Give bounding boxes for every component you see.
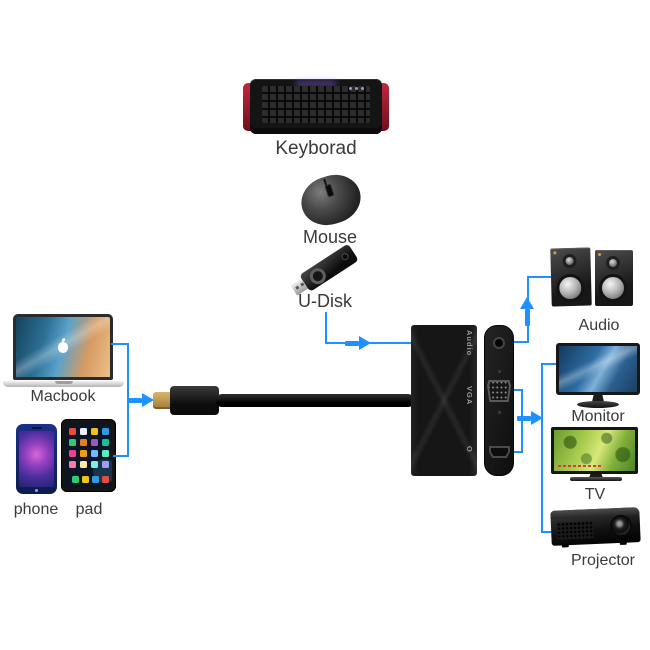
- macbook-notch: [54, 381, 73, 384]
- pad-image: [61, 419, 116, 492]
- arrow-to-displays-icon: [517, 411, 543, 425]
- arrow-to-audio-icon: [520, 297, 534, 326]
- speaker-led: [553, 251, 557, 255]
- pad-label: pad: [75, 501, 103, 518]
- speakers-image: [550, 246, 637, 310]
- arrow-shaft: [128, 397, 142, 403]
- udisk-label: U-Disk: [298, 291, 352, 311]
- monitor-label: Monitor: [571, 408, 625, 425]
- speakers-label: Audio: [578, 317, 620, 334]
- hub-audio-label: Audio: [465, 330, 474, 357]
- tv-ticker-text: [558, 465, 603, 467]
- projector-label: Projector: [570, 552, 636, 569]
- usbc-plug-body: [170, 386, 219, 415]
- hub-image: Audio VGA O: [411, 325, 477, 476]
- line-projector-stub: [541, 531, 556, 533]
- tweeter: [606, 256, 620, 270]
- macbook-base: [3, 381, 124, 387]
- woofer: [555, 273, 585, 303]
- arrow-shaft: [517, 415, 531, 421]
- mouse-label: Mouse: [302, 227, 358, 247]
- keyboard-image: [243, 79, 389, 134]
- arrow-head: [359, 336, 371, 350]
- phone-label: phone: [13, 501, 59, 518]
- line-pad-stub: [113, 455, 129, 457]
- hub-hdmi-label: O: [465, 446, 474, 453]
- keyboard-label: Keyborad: [275, 138, 357, 159]
- arrow-to-hub-icon: [345, 336, 371, 350]
- line-udisk-down: [325, 312, 327, 343]
- tv-label: TV: [584, 486, 606, 503]
- usbc-plug-tip: [153, 392, 173, 409]
- line-audio-stub: [505, 341, 529, 343]
- audio-jack-port: [493, 337, 505, 349]
- apple-logo-icon: [58, 342, 68, 353]
- vga-screw-top: [496, 369, 502, 374]
- speaker-right: [595, 250, 633, 306]
- udisk-body: [299, 243, 359, 292]
- usbc-cable: [216, 394, 414, 407]
- monitor-screen-gloss: [559, 346, 637, 392]
- line-hdmi-stub: [508, 451, 523, 453]
- arrow-shaft: [345, 340, 359, 346]
- line-macbook-stub: [111, 343, 129, 345]
- speaker-left: [550, 247, 592, 307]
- hub-vga-label: VGA: [465, 386, 474, 406]
- phone-image: [16, 424, 57, 494]
- line-display-trunk: [541, 363, 543, 533]
- tv-stand-base: [570, 477, 622, 481]
- arrow-head: [142, 393, 154, 407]
- arrow-head: [531, 411, 543, 425]
- phone-earpiece: [31, 427, 42, 429]
- arrow-to-usbc-icon: [128, 393, 154, 407]
- mouse-image: [295, 167, 367, 233]
- phone-home-button: [35, 489, 38, 492]
- projector-lens: [609, 514, 633, 538]
- projector-vent-grille: [556, 521, 594, 540]
- line-av-bracket: [521, 389, 523, 453]
- arrow-head: [520, 297, 534, 309]
- tv-image: [551, 427, 638, 474]
- phone-screen: [19, 431, 54, 487]
- line-vga-stub: [508, 389, 523, 391]
- speaker-led: [598, 253, 601, 256]
- vga-port: [487, 380, 511, 402]
- vga-pins: [489, 382, 509, 400]
- keyboard-led-indicators: [349, 87, 364, 90]
- macbook-image: [13, 314, 113, 380]
- pad-screen: [65, 423, 112, 488]
- hub-port-panel: [484, 325, 514, 476]
- monitor-stand-neck: [592, 394, 604, 402]
- line-audio-top: [527, 276, 553, 278]
- hdmi-port: [489, 446, 510, 458]
- macbook-label: Macbook: [30, 388, 96, 405]
- woofer: [599, 274, 627, 302]
- monitor-image: [556, 343, 640, 395]
- keyboard-keys: [262, 86, 370, 123]
- line-monitor-stub: [541, 363, 556, 365]
- monitor-stand-base: [577, 401, 619, 408]
- hdmi-slot: [491, 448, 508, 456]
- pad-app-icons: [69, 428, 112, 483]
- tweeter: [562, 253, 577, 269]
- tv-screen-content: [554, 430, 635, 471]
- vga-screw-bottom: [496, 410, 502, 415]
- mouse-body: [295, 167, 367, 233]
- keyboard-backlight-glow: [296, 81, 336, 86]
- projector-foot: [561, 544, 569, 548]
- keyboard-body: [250, 79, 382, 134]
- projector-foot: [619, 541, 627, 545]
- arrow-shaft: [524, 309, 530, 326]
- tv-stand-neck: [589, 474, 603, 478]
- projector-image: [550, 507, 641, 548]
